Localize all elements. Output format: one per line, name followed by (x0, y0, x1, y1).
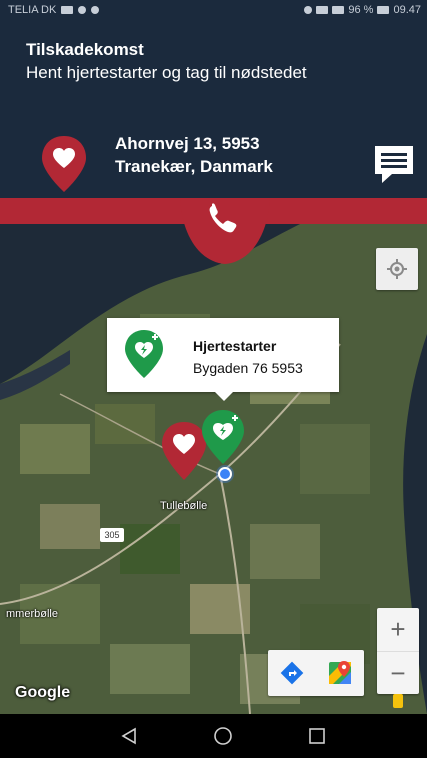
map-label-town: Tullebølle (160, 500, 208, 512)
back-button[interactable] (115, 722, 143, 750)
status-bar: TELIA DK 96 % 09.47 (0, 0, 427, 22)
phone-icon[interactable] (180, 176, 270, 266)
mail-icon (61, 6, 74, 14)
map-view[interactable]: Tullebølle mmerbølle (0, 224, 427, 715)
battery-icon (377, 6, 390, 14)
road-number-shield: 305 (100, 528, 124, 542)
directions-icon (280, 661, 304, 685)
my-location-dot (218, 467, 232, 481)
notification-icon (78, 6, 87, 14)
google-attribution: Google (15, 684, 71, 701)
carrier-label: TELIA DK (8, 4, 57, 16)
home-button[interactable] (209, 722, 237, 750)
zoom-out-button[interactable]: − (377, 651, 419, 695)
system-navbar (0, 714, 427, 758)
aed-pin-icon[interactable] (200, 408, 246, 466)
aed-icon (125, 330, 163, 378)
incident-title: Tilskadekomst (26, 40, 144, 59)
pegman-icon[interactable] (393, 694, 403, 708)
incident-address: Ahornvej 13, 5953 Tranekær, Danmark (115, 132, 273, 178)
map-toolbar (268, 650, 364, 696)
recents-button[interactable] (303, 722, 331, 750)
wifi-icon (316, 6, 329, 14)
locate-button[interactable] (376, 248, 418, 290)
address-line-2: Tranekær, Danmark (115, 157, 273, 176)
back-triangle-icon (121, 727, 136, 745)
clock: 09.47 (393, 4, 421, 16)
directions-button[interactable] (268, 650, 316, 696)
map-label-town-left: mmerbølle (6, 608, 58, 620)
aed-info-popup[interactable]: Hjertestarter Bygaden 76 5953 (107, 318, 339, 401)
heart-pin-icon[interactable] (160, 420, 208, 482)
home-circle-icon (214, 727, 232, 745)
recents-square-icon (309, 728, 325, 744)
message-icon[interactable] (370, 140, 418, 188)
notification-icon (91, 6, 100, 14)
heart-pin-icon (42, 136, 86, 192)
satellite-map (0, 224, 427, 715)
signal-icon (332, 6, 345, 14)
address-line-1: Ahornvej 13, 5953 (115, 134, 260, 153)
zoom-controls: + − (377, 608, 419, 694)
location-icon (304, 6, 313, 14)
battery-label: 96 % (348, 4, 374, 16)
aed-popup-address: Bygaden 76 5953 (193, 360, 303, 376)
zoom-in-button[interactable]: + (390, 614, 406, 644)
open-google-maps-button[interactable] (316, 650, 364, 696)
aed-popup-title: Hjertestarter (193, 338, 277, 354)
crosshair-icon (387, 259, 407, 279)
google-maps-icon (329, 661, 351, 684)
incident-subtitle: Hent hjertestarter og tag til nødstedet (26, 63, 307, 82)
incident-header: Tilskadekomst Hent hjertestarter og tag … (0, 22, 427, 198)
